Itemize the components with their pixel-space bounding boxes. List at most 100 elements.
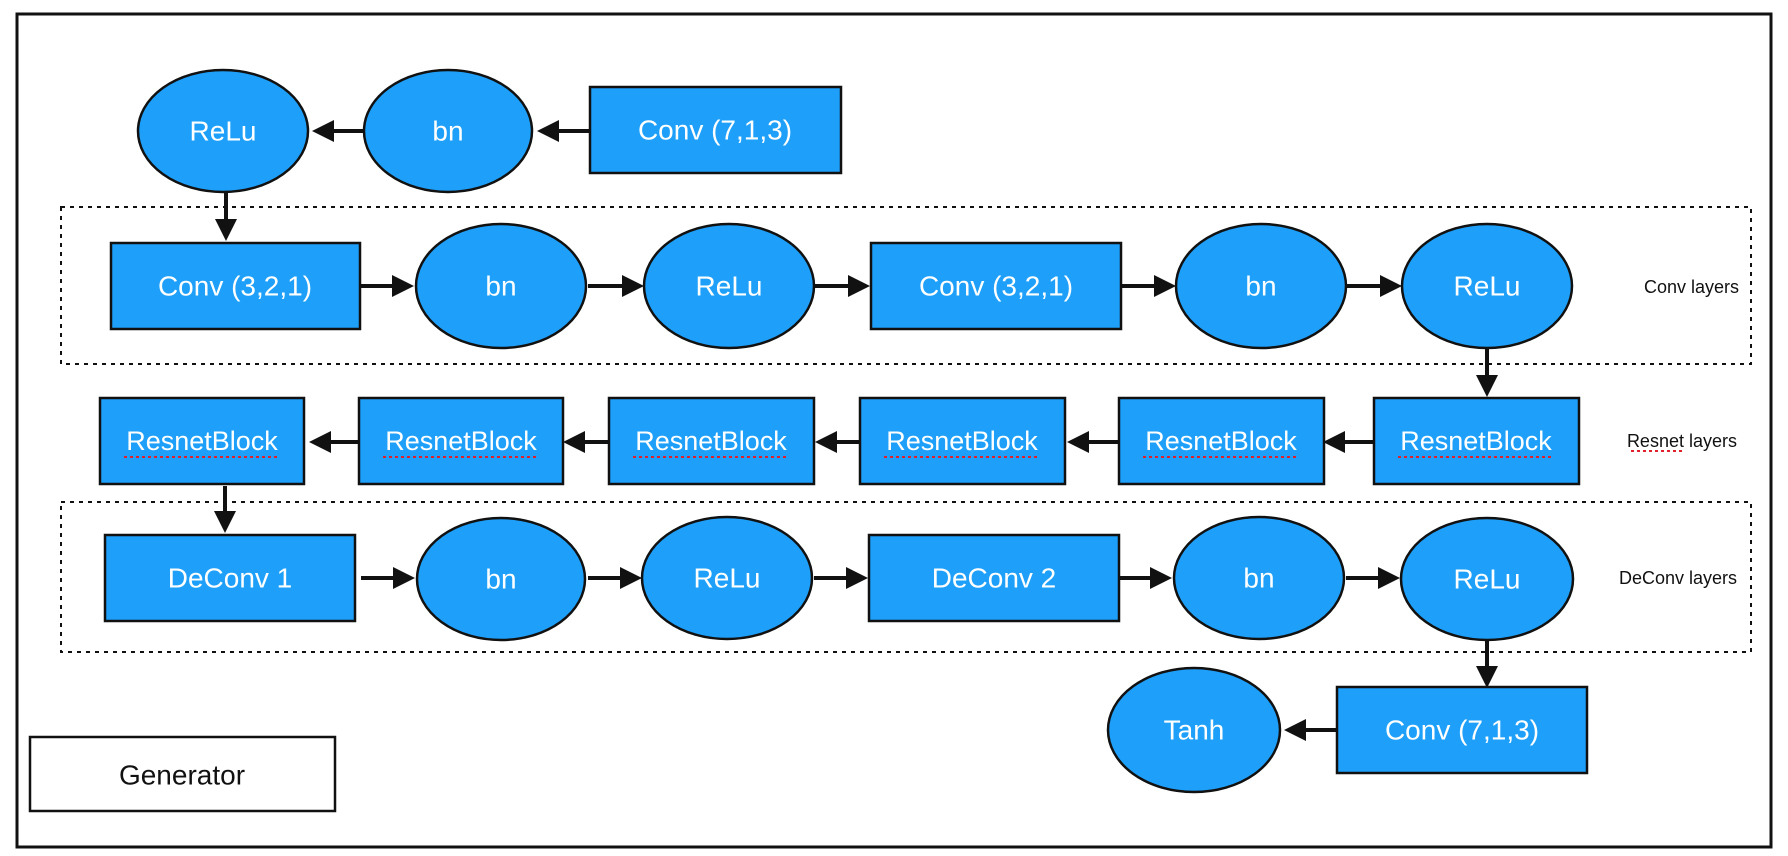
node-label: ReLu (190, 116, 257, 147)
arrowhead (1476, 375, 1498, 397)
node-label: ReLu (1454, 564, 1521, 595)
node-resnet-block-5: ResnetBlock (357, 396, 565, 486)
arrowhead (1323, 431, 1345, 453)
node-label: Conv (7,1,3) (1385, 715, 1539, 746)
node-resnet-block-2: ResnetBlock (1117, 396, 1326, 486)
node-rect (869, 241, 1123, 331)
node-rect (1335, 685, 1589, 775)
node-relu1: ReLu (642, 222, 816, 350)
node-resnet-block-3: ResnetBlock (858, 396, 1067, 486)
deconv-layers-label: DeConv layers (1619, 568, 1737, 588)
node-ellipse (1106, 666, 1282, 794)
node-label: ResnetBlock (1145, 426, 1297, 456)
node-label: bn (1245, 271, 1276, 302)
arrowhead (1150, 567, 1172, 589)
node-label: ReLu (1454, 271, 1521, 302)
node-ellipse (1399, 516, 1575, 642)
arrowhead (815, 431, 837, 453)
arrowhead (846, 567, 868, 589)
node-rect (858, 396, 1067, 486)
arrowhead (563, 431, 585, 453)
arrowhead (393, 567, 415, 589)
arrowhead (1476, 666, 1498, 688)
node-rect (98, 396, 306, 486)
arrowhead (215, 219, 237, 241)
node-ellipse (414, 222, 588, 350)
node-rect (1117, 396, 1326, 486)
node-resnet-block-6: ResnetBlock (98, 396, 306, 486)
node-resnet-block-4: ResnetBlock (607, 396, 816, 486)
arrowhead (309, 431, 331, 453)
node-rect (607, 396, 816, 486)
node-label: ResnetBlock (635, 426, 787, 456)
node-deconv1: DeConv 1 (103, 533, 357, 623)
diagram-title-box: Generator (28, 735, 337, 813)
node-rect (1372, 396, 1581, 486)
node-label: Conv (3,2,1) (919, 271, 1073, 302)
node-rect (867, 533, 1121, 623)
arrowhead (312, 120, 334, 142)
node-bn2: bn (1174, 222, 1348, 350)
node-stem-bn: bn (362, 68, 534, 194)
arrowhead (622, 275, 644, 297)
node-deconv-relu1: ReLu (640, 515, 814, 641)
node-ellipse (642, 222, 816, 350)
node-deconv-bn1: bn (415, 516, 587, 642)
node-label: DeConv 1 (168, 563, 293, 594)
node-conv2: Conv (3,2,1) (869, 241, 1123, 331)
node-ellipse (415, 516, 587, 642)
conv-layers-group (60, 206, 1752, 365)
node-label: Conv (7,1,3) (638, 115, 792, 146)
title-box (28, 735, 337, 813)
node-rect (357, 396, 565, 486)
node-deconv-bn2: bn (1172, 515, 1346, 641)
node-label: ResnetBlock (126, 426, 278, 456)
node-rect (103, 533, 357, 623)
node-label: ReLu (694, 563, 761, 594)
arrowhead (1380, 275, 1402, 297)
arrowhead (392, 275, 414, 297)
arrowhead (1284, 719, 1306, 741)
conv-layers-label: Conv layers (1644, 277, 1739, 297)
arrowhead (1067, 431, 1089, 453)
node-label: bn (485, 564, 516, 595)
node-rect (109, 241, 362, 331)
node-ellipse (640, 515, 814, 641)
deconv-layers-group (60, 501, 1752, 653)
node-tanh: Tanh (1106, 666, 1282, 794)
diagram-frame (15, 12, 1773, 849)
node-label: DeConv 2 (932, 563, 1057, 594)
arrowhead (214, 511, 236, 533)
arrowhead (537, 120, 559, 142)
node-conv1: Conv (3,2,1) (109, 241, 362, 331)
node-ellipse (136, 68, 310, 194)
node-resnet-block-1: ResnetBlock (1372, 396, 1581, 486)
node-label: bn (485, 271, 516, 302)
node-rect (588, 85, 843, 175)
node-stem-conv: Conv (7,1,3) (588, 85, 843, 175)
node-stem-relu: ReLu (136, 68, 310, 194)
node-label: Conv (3,2,1) (158, 271, 312, 302)
arrowhead (620, 567, 642, 589)
node-label: ResnetBlock (886, 426, 1038, 456)
node-label: ReLu (696, 271, 763, 302)
node-label: ResnetBlock (385, 426, 537, 456)
node-ellipse (1400, 222, 1574, 350)
node-label: Tanh (1164, 715, 1225, 746)
resnet-layers-label: Resnet layers (1627, 431, 1737, 451)
diagram-title: Generator (119, 760, 245, 791)
node-ellipse (1172, 515, 1346, 641)
node-label: ResnetBlock (1400, 426, 1552, 456)
node-label: bn (432, 116, 463, 147)
node-ellipse (362, 68, 534, 194)
node-relu2: ReLu (1400, 222, 1574, 350)
node-final-conv: Conv (7,1,3) (1335, 685, 1589, 775)
arrowhead (1378, 567, 1400, 589)
arrowhead (848, 275, 870, 297)
arrowhead (1154, 275, 1176, 297)
node-deconv-relu2: ReLu (1399, 516, 1575, 642)
edges (214, 120, 1498, 741)
node-bn1: bn (414, 222, 588, 350)
node-label: bn (1243, 563, 1274, 594)
